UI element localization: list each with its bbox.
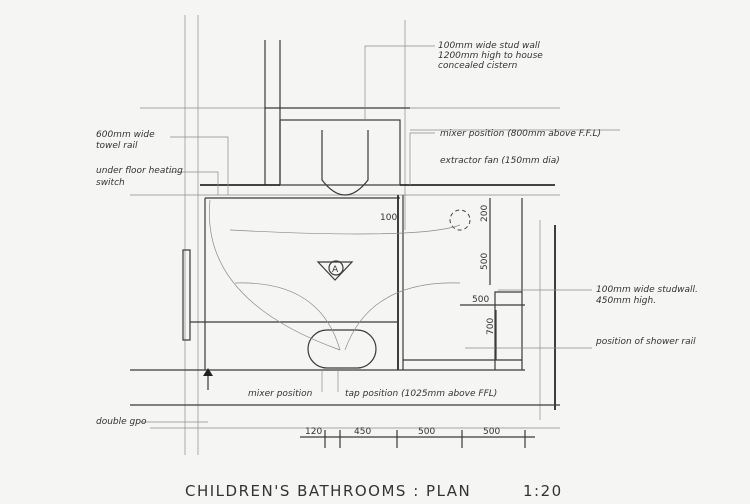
note-heating-switch: under floor heating <box>96 166 183 176</box>
note-heating-switch: switch <box>96 178 125 188</box>
dim-100: 100 <box>380 213 397 223</box>
leader-lines <box>140 45 592 423</box>
drawing-title: CHILDREN'S BATHROOMS : PLAN <box>185 482 471 500</box>
note-tap-position: tap position (1025mm above FFL) <box>345 389 497 399</box>
dim-500-horizontal: 500 <box>472 295 489 305</box>
note-shower-rail: position of shower rail <box>595 337 696 347</box>
arc <box>344 282 461 351</box>
towel-rail <box>182 249 191 341</box>
dim-700: 700 <box>486 318 496 335</box>
note-stud-wall: 1200mm high to house <box>438 51 543 61</box>
double-gpo-icon <box>203 368 213 376</box>
dim-500-vertical: 500 <box>480 253 490 270</box>
note-mixer-basin: mixer position <box>248 389 313 399</box>
arc <box>229 224 461 235</box>
dim-500: 500 <box>418 427 435 437</box>
cistern-wall <box>279 119 401 186</box>
dim-120: 120 <box>305 427 322 437</box>
dim-500: 500 <box>483 427 500 437</box>
dimension-lines <box>300 198 535 448</box>
dim-450: 450 <box>354 427 371 437</box>
note-towel-rail: 600mm wide <box>96 130 155 140</box>
note-low-studwall: 450mm high. <box>596 296 656 306</box>
note-stud-wall: 100mm wide stud wall <box>438 41 540 51</box>
arc <box>208 199 341 351</box>
extractor-fan-icon <box>449 209 471 231</box>
note-mixer-shower: mixer position (800mm above F.F.L) <box>440 129 601 139</box>
note-extractor-fan: extractor fan (150mm dia) <box>440 156 560 166</box>
note-double-gpo: double gpo <box>96 417 147 427</box>
room-marker: A <box>316 260 354 281</box>
toilet-bowl <box>321 130 369 196</box>
arc <box>234 282 341 351</box>
note-towel-rail: towel rail <box>96 141 138 151</box>
dim-200: 200 <box>480 205 490 222</box>
drawing-scale: 1:20 <box>523 482 563 500</box>
note-low-studwall: 100mm wide studwall. <box>596 285 698 295</box>
walls <box>130 40 560 410</box>
basin <box>307 329 377 369</box>
room-marker-label: A <box>332 265 339 275</box>
note-stud-wall: concealed cistern <box>438 61 518 71</box>
